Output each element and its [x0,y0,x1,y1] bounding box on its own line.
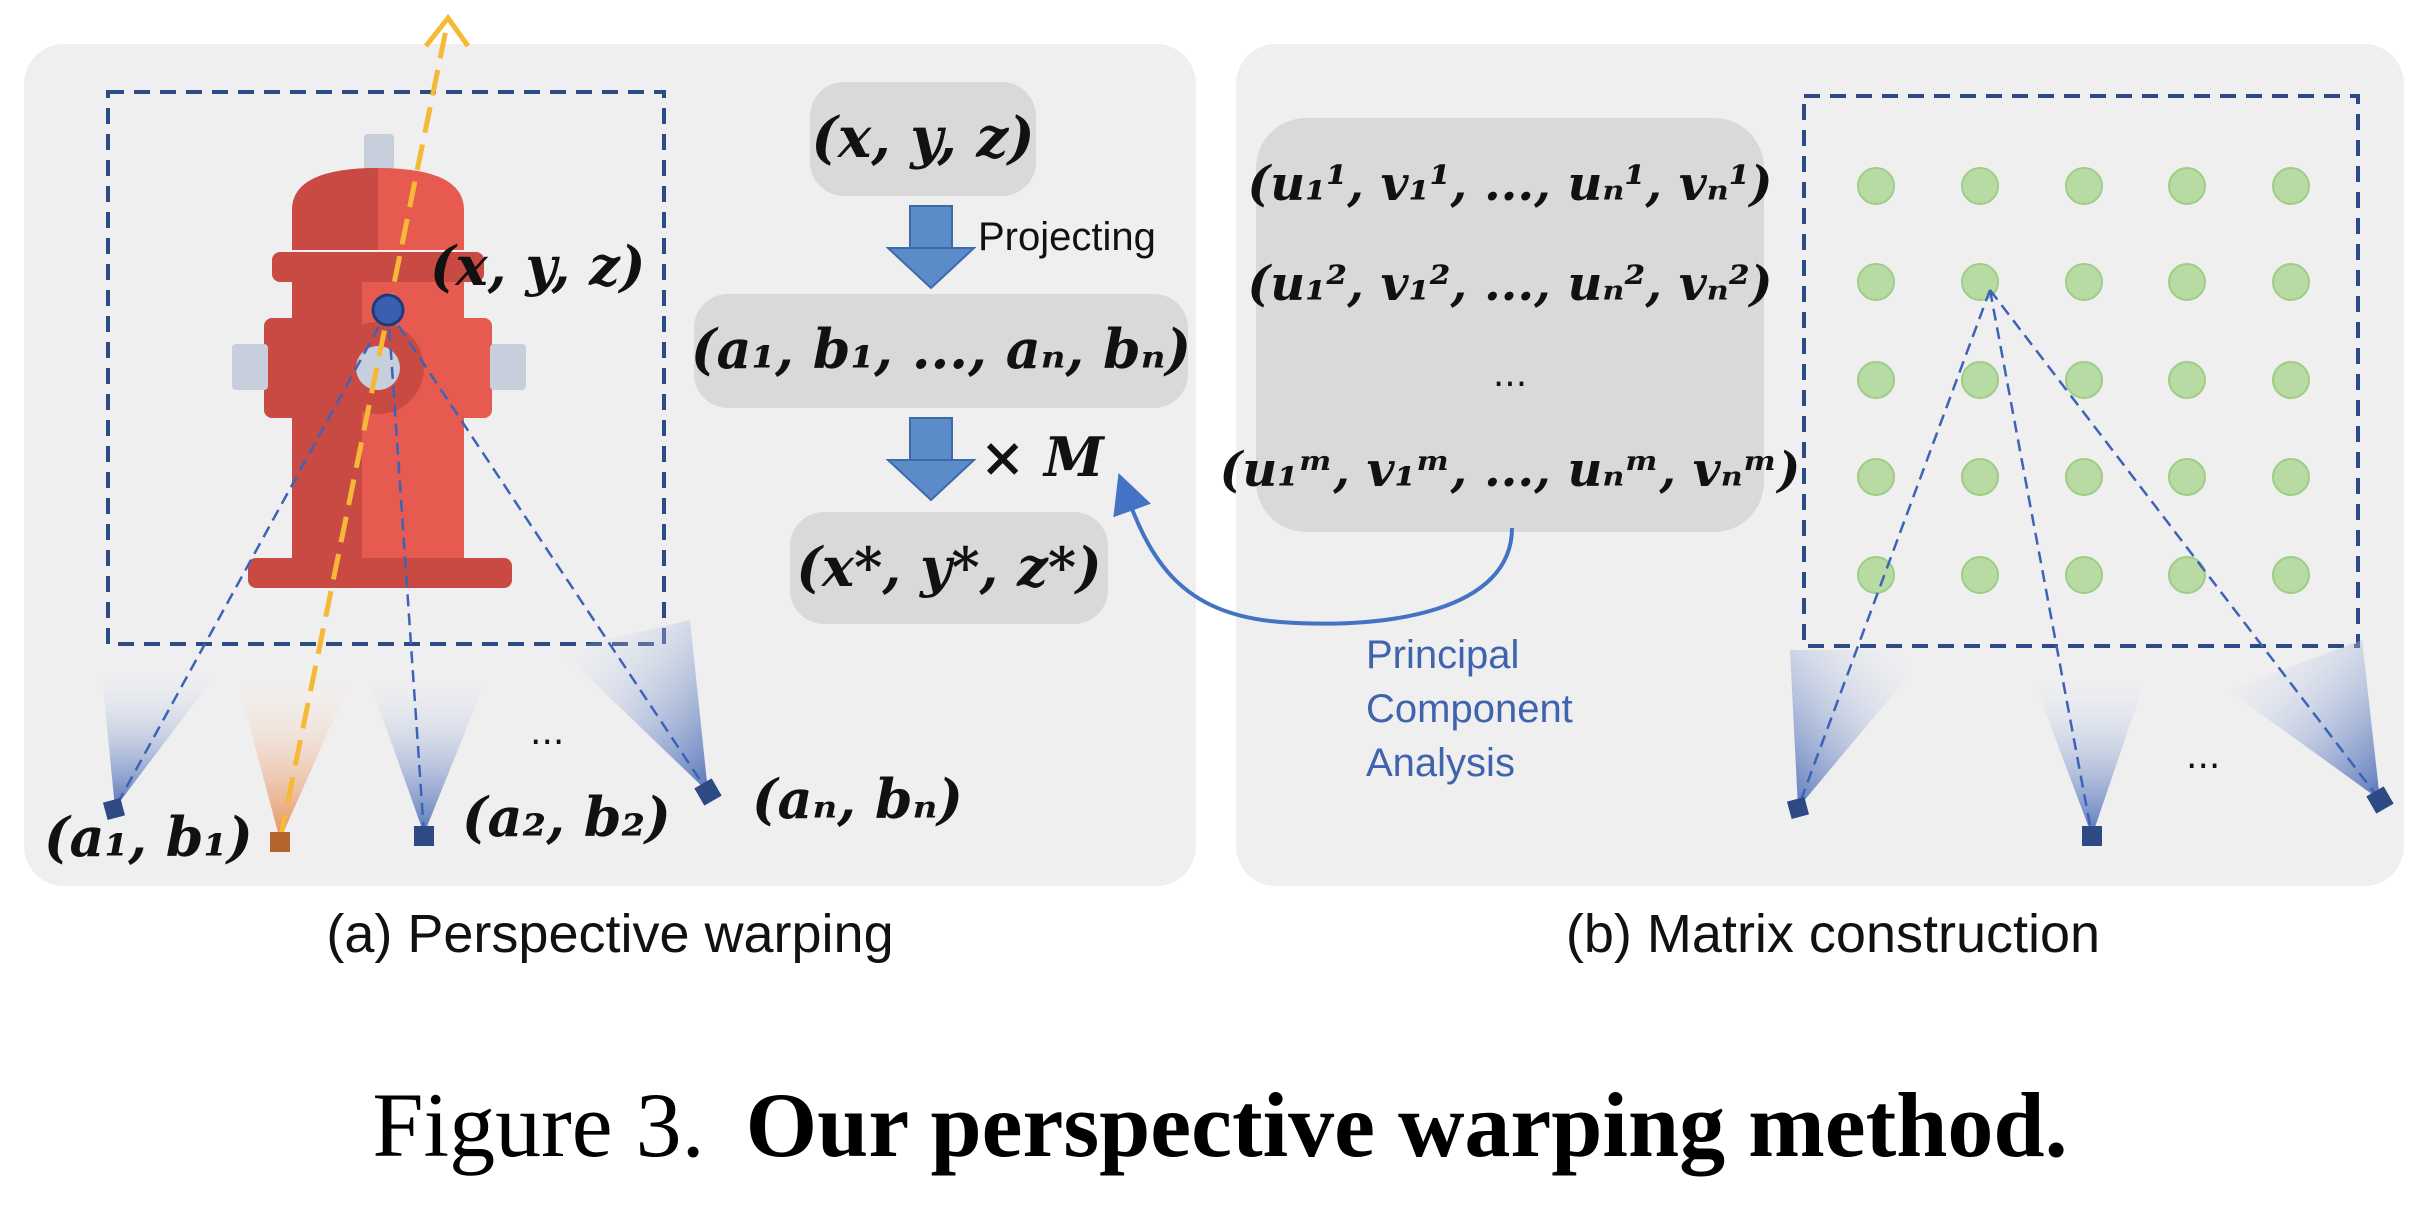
sample-point-grid [1857,167,2310,594]
grid-sample-point [1961,556,1999,594]
camera-marker-2 [414,826,434,846]
projection-lines [113,309,710,835]
grid-camera-marker-2 [2082,826,2102,846]
projecting-label: Projecting [978,215,1156,259]
grid-bounding-box [1802,94,2360,648]
grid-sample-point [1961,361,1999,399]
output-point-text: (x*, y*, z*) [796,535,1101,599]
projecting-arrow [885,205,977,290]
camera-marker-n [694,778,722,806]
grid-sample-point [2065,556,2103,594]
grid-sample-point [2168,458,2206,496]
grid-sample-point [2272,263,2310,301]
grid-camera-cone-1 [1790,650,1930,808]
grid-sample-point [2272,167,2310,205]
matrix-row-1: (u₁¹, v₁¹, ..., uₙ¹, vₙ¹) [1248,156,1773,212]
grid-sample-point [2065,167,2103,205]
caption-a: (a) Perspective warping [326,904,893,964]
camera-ellipsis-b: ... [2186,736,2220,777]
grid-camera-marker-1 [1786,796,1810,820]
camera-marker-1 [102,797,126,821]
grid-sample-point [1961,167,1999,205]
camera-cone-1 [100,656,230,808]
figure-caption-title: Our perspective warping method. [746,1074,2068,1176]
grid-sample-point [1857,263,1895,301]
camera-ellipsis-a: ... [530,712,564,753]
figure-caption-prefix: Figure 3. [372,1074,704,1176]
pca-arrow [1113,472,1514,626]
point-label: (x, y, z) [430,234,645,298]
grid-sample-point [1961,458,1999,496]
grid-sample-point [1857,361,1895,399]
grid-sample-point [2065,458,2103,496]
grid-sample-point [2168,263,2206,301]
grid-sample-point [1857,458,1895,496]
3d-point [371,293,405,327]
camera-label-n: (aₙ, bₙ) [752,767,963,831]
camera-marker-highlight [270,832,290,852]
grid-camera-cone-n [2228,640,2380,800]
grid-sample-point [2065,361,2103,399]
pca-label-line-2: Component [1366,687,1573,731]
grid-sample-point [2168,556,2206,594]
camera-label-2: (a₂, b₂) [462,785,671,849]
input-point-box [810,82,1036,196]
matrix-row-2: (u₁², v₁², ..., uₙ², vₙ²) [1248,256,1773,312]
caption-b: (b) Matrix construction [1566,904,2100,964]
matrix-row-m: (u₁ᵐ, v₁ᵐ, ..., uₙᵐ, vₙᵐ) [1220,442,1801,498]
input-point-text: (x, y, z) [811,105,1034,171]
camera-cone-n [560,620,708,792]
grid-sample-point [2065,263,2103,301]
grid-sample-point [2168,167,2206,205]
grid-sample-point [1857,556,1895,594]
figure-caption: Figure 3. Our perspective warping method… [372,1074,2067,1176]
pca-label-line-3: Analysis [1366,741,1515,785]
grid-sample-point [2272,556,2310,594]
grid-sample-point [2272,458,2310,496]
grid-projection-lines [1796,289,2381,837]
grid-sample-point [2168,361,2206,399]
projected-coords-box [694,294,1188,408]
grid-camera-cone-2 [2026,660,2152,836]
camera-ray [277,19,451,841]
grid-camera-marker-n [2366,786,2394,814]
multiply-label: × M [980,425,1106,489]
fire-hydrant-icon [232,134,526,588]
matrix-box [1256,118,1764,532]
scene-bounding-box [106,90,666,646]
output-point-box [790,512,1108,624]
grid-sample-point [1857,167,1895,205]
multiply-arrow [885,417,977,502]
matrix-dots: ... [1493,354,1527,395]
pca-label-line-1: Principal [1366,633,1519,677]
projected-coords-text: (a₁, b₁, ..., aₙ, bₙ) [691,317,1191,381]
camera-label-1: (a₁, b₁) [44,805,253,869]
camera-cone-2 [362,660,494,834]
grid-sample-point [2272,361,2310,399]
ray-arrowhead [424,13,471,48]
